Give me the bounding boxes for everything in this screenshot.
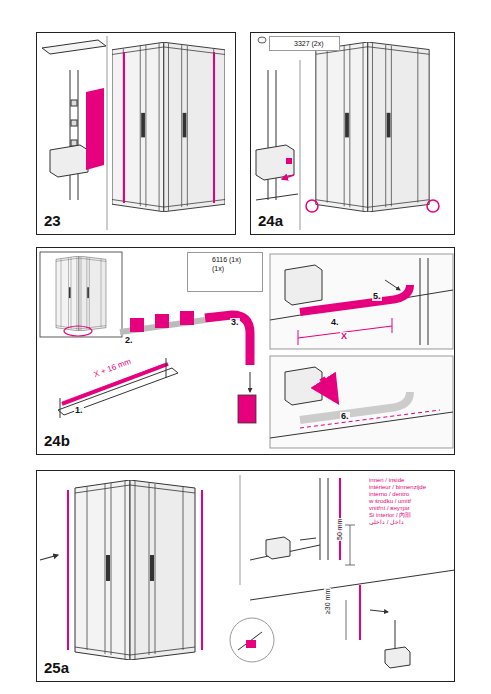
annotation: Si interior / 內部 [368,512,412,518]
annotation: ≥30 mm [324,588,331,615]
annotation: X + 16 mm [92,357,133,379]
callout-number: 1. [74,406,84,415]
part-number: (1x) [212,264,259,273]
callout-number: X [340,332,348,341]
annotation: vnitřní / внутри [368,505,410,511]
step-number: 24b [44,432,70,449]
step-panel: 23 [36,32,236,235]
part-box: 6116 (1x)(1x) [187,252,263,292]
annotation: داخل / داخلی [368,519,405,525]
callout-number: 3. [230,318,240,327]
callout-number: 2. [124,336,134,345]
callout-number: 4. [330,318,340,327]
part-number: 3327 (2x) [294,39,336,48]
part-number: 6116 (1x) [212,255,259,264]
annotation: interno / dentro [368,491,410,497]
part-box: 3327 (2x) [269,36,340,51]
annotation: 50 mm [336,518,343,541]
callout-number: 5. [372,292,382,301]
step-panel: 24a 3327 (2x) [250,32,455,235]
callout-number: 6. [340,412,350,421]
annotation: w środku / umitř [368,498,412,504]
step-number: 23 [44,212,61,229]
annotation: innen / inside [368,477,405,483]
step-number: 24a [258,212,283,229]
annotation: intérieur / binnenzijde [368,484,427,490]
step-panel: 24b 6116 (1x)(1x) [36,247,455,455]
step-number: 25a [44,659,69,676]
